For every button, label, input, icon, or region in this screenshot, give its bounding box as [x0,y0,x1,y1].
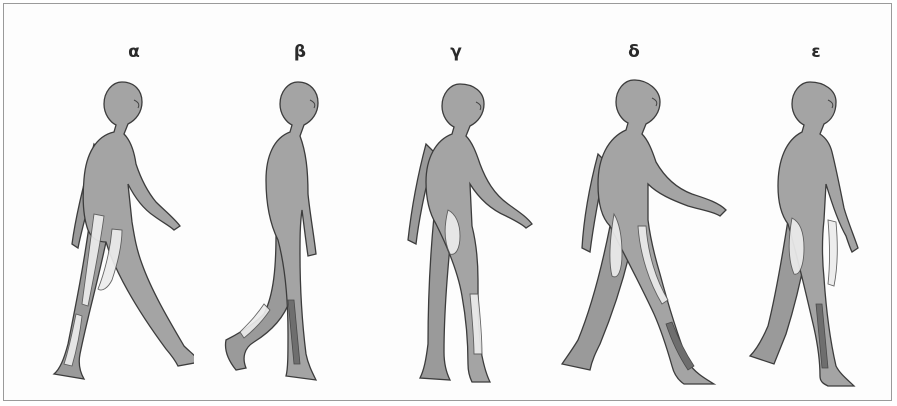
panel-beta: β [204,4,364,402]
walking-figure-epsilon [744,4,884,402]
panel-epsilon: ε [744,4,884,402]
panel-delta: δ [554,4,734,402]
panel-alpha: α [24,4,194,402]
walking-figure-delta [554,4,734,402]
figure-frame: α β γ [3,3,892,401]
walking-figure-beta [204,4,364,402]
panel-gamma: γ [374,4,544,402]
walking-figure-gamma [374,4,544,402]
walking-figure-alpha [24,4,194,402]
